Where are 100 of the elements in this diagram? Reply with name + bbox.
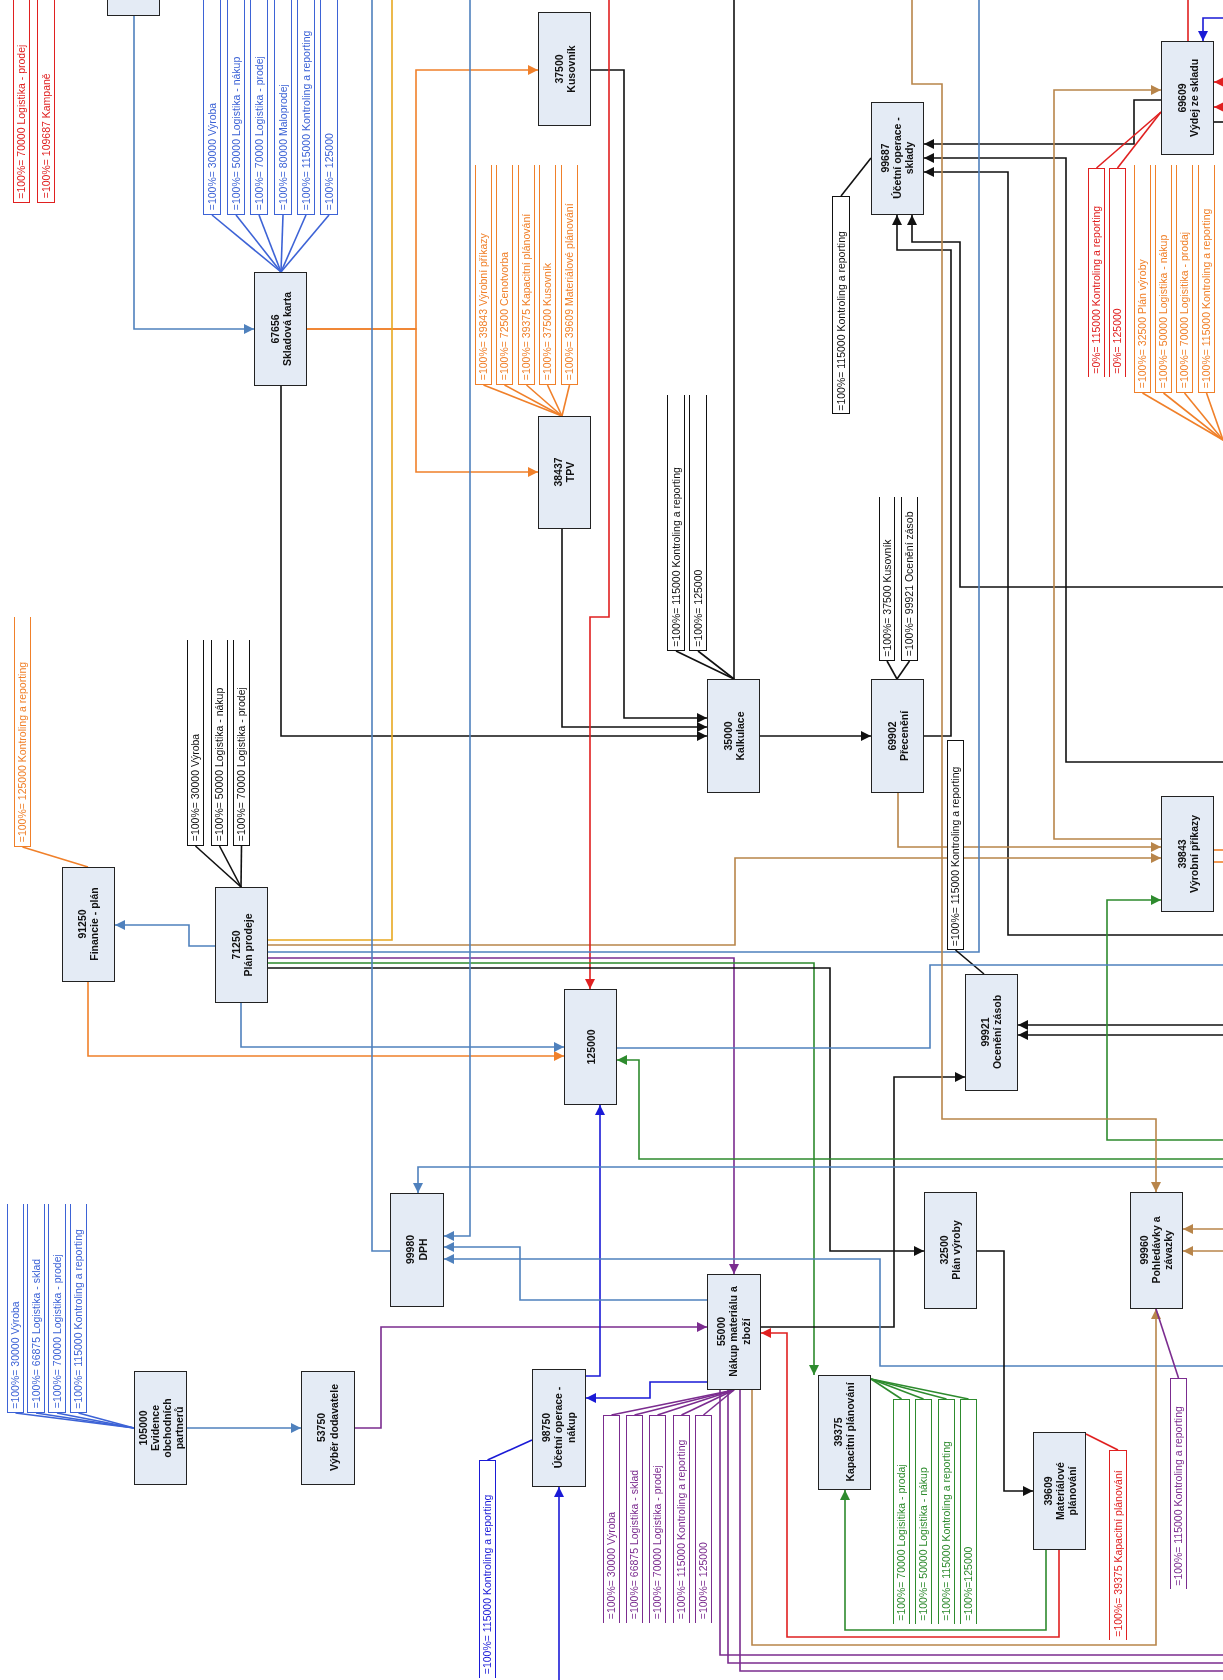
connector-line <box>1187 0 1189 42</box>
annotation-bracket <box>938 1399 955 1624</box>
annotation-bracket <box>603 1415 620 1623</box>
process-box <box>871 102 924 215</box>
annotation-text: =100%= 39375 Kapacitní plánování <box>1111 1470 1124 1637</box>
node-title: Skladová karta <box>280 291 293 366</box>
annotation-text: =100%= 39375 Kapacitní plánování <box>520 214 532 381</box>
leader-line <box>194 845 242 888</box>
annotation-text: =100%= 70000 Logisitika - prodaj <box>895 1464 907 1621</box>
annotation-text: =100%= 109687 Kampaně <box>39 73 52 199</box>
connector-line <box>267 0 980 953</box>
arrow <box>923 167 1223 936</box>
annotation-bracket <box>13 0 30 203</box>
arrow <box>267 853 1162 946</box>
leader-line <box>21 846 89 868</box>
process-box <box>924 1192 977 1309</box>
arrow <box>1017 1030 1223 1040</box>
arrow <box>240 1002 565 1052</box>
arrow <box>1053 85 1162 840</box>
node-number: 37500 <box>551 53 564 84</box>
arrow <box>186 1423 302 1433</box>
annotation-text: =100%= 50000 Logistika - nákup <box>1157 234 1169 389</box>
annotation-bracket <box>915 1399 932 1624</box>
connector-line <box>1213 861 1223 863</box>
process-box <box>1161 41 1214 155</box>
arrow <box>585 0 610 990</box>
annotation-bracket <box>37 0 55 203</box>
annotation-text: =100%= 70000 Logistika - prodej <box>235 687 247 842</box>
node-title: TPV <box>564 461 577 483</box>
annotation-text: =100%= 72500 Cenotvorba <box>498 252 510 381</box>
annotation-bracket <box>274 0 292 215</box>
node-title: Výdej ze skladu <box>1187 58 1200 137</box>
arrow <box>892 214 952 737</box>
process-box <box>538 416 591 529</box>
arrow <box>585 1381 708 1403</box>
annotation-bracket <box>1134 165 1151 393</box>
process-box <box>707 679 760 793</box>
annotation-bracket <box>1109 1450 1127 1640</box>
annotation-bracket <box>832 196 850 414</box>
node-title: Výrobní příkazy <box>1187 814 1200 893</box>
annotation-text: =100%= 39843 Výrobní příkazy <box>477 233 489 381</box>
arrow <box>923 99 1162 149</box>
arrow <box>267 957 739 1275</box>
leader-line <box>546 384 563 417</box>
annotation-bracket <box>539 165 556 385</box>
leader-line <box>218 845 242 888</box>
node-number: 38437 <box>551 457 564 487</box>
node-number: 69902 <box>884 720 897 751</box>
arrow <box>443 1254 1223 1367</box>
node-number: 125000 <box>583 1029 597 1065</box>
leader-line <box>280 214 284 273</box>
leader-line <box>870 1378 925 1400</box>
annotation-text: =100%= 50000 Logistika - nákup <box>213 687 225 842</box>
arrow <box>1106 895 1223 1141</box>
node-number: 105000 <box>135 1410 148 1446</box>
annotation-bracket <box>1109 168 1126 377</box>
arrow <box>976 1250 1034 1496</box>
node-number: 69609 <box>1174 82 1187 113</box>
leader-line <box>1116 111 1162 169</box>
arrow <box>133 15 255 334</box>
node-number: 39609 <box>1040 1475 1053 1506</box>
leader-line <box>525 384 563 417</box>
annotation-bracket <box>518 165 535 385</box>
node-title: Evidence obchodních partnerů <box>147 1396 185 1460</box>
annotation-text: =100%= 115000 Kontroling a reporting <box>299 30 312 211</box>
node-number: 32500 <box>937 1235 950 1265</box>
node-title: Ocenění zásob <box>991 994 1004 1070</box>
node-title: DPH <box>416 1238 429 1261</box>
leader-line <box>1095 111 1162 169</box>
node-title: Výběr dodavatele <box>327 1384 340 1471</box>
empty-box <box>107 0 160 16</box>
node-number: 91250 <box>75 909 88 939</box>
process-box <box>301 1371 355 1485</box>
annotation-bracket <box>70 1204 87 1413</box>
annotation-bracket <box>27 1204 45 1413</box>
annotation-text: =100%= 125000 Kontroling a reporting <box>16 662 28 843</box>
annotation-bracket <box>250 0 268 215</box>
leader-line <box>1141 392 1223 441</box>
node-title: Přecenění <box>897 710 910 761</box>
arrow <box>1198 17 1223 42</box>
annotation-bracket <box>1088 168 1105 377</box>
annotation-bracket <box>227 0 245 215</box>
annotation-bracket <box>689 395 707 651</box>
annotation-text: =100%= 115000 Kontroling a reporting <box>675 1439 687 1620</box>
annotation-text: =100%=125000 <box>962 1546 974 1621</box>
node-number: 35000 <box>720 720 733 751</box>
annotation-text: =100%= 70000 Logistika - prodej <box>15 44 27 199</box>
node-number: 55000 <box>715 1316 728 1347</box>
leader-line <box>1085 1433 1119 1451</box>
arrow <box>1182 1224 1223 1234</box>
annotation-bracket <box>1176 165 1193 393</box>
annotation-bracket <box>211 640 228 846</box>
arrow <box>897 792 1162 852</box>
leader-line <box>697 650 735 680</box>
connector-line <box>267 0 393 941</box>
leader-line <box>240 845 243 888</box>
node-title: Účetní operace - sklady <box>890 116 916 201</box>
annotation-text: =100%= 115000 Kontroling a reporting <box>1172 1405 1184 1586</box>
annotation-bracket <box>673 1415 690 1623</box>
annotation-bracket <box>667 395 685 651</box>
